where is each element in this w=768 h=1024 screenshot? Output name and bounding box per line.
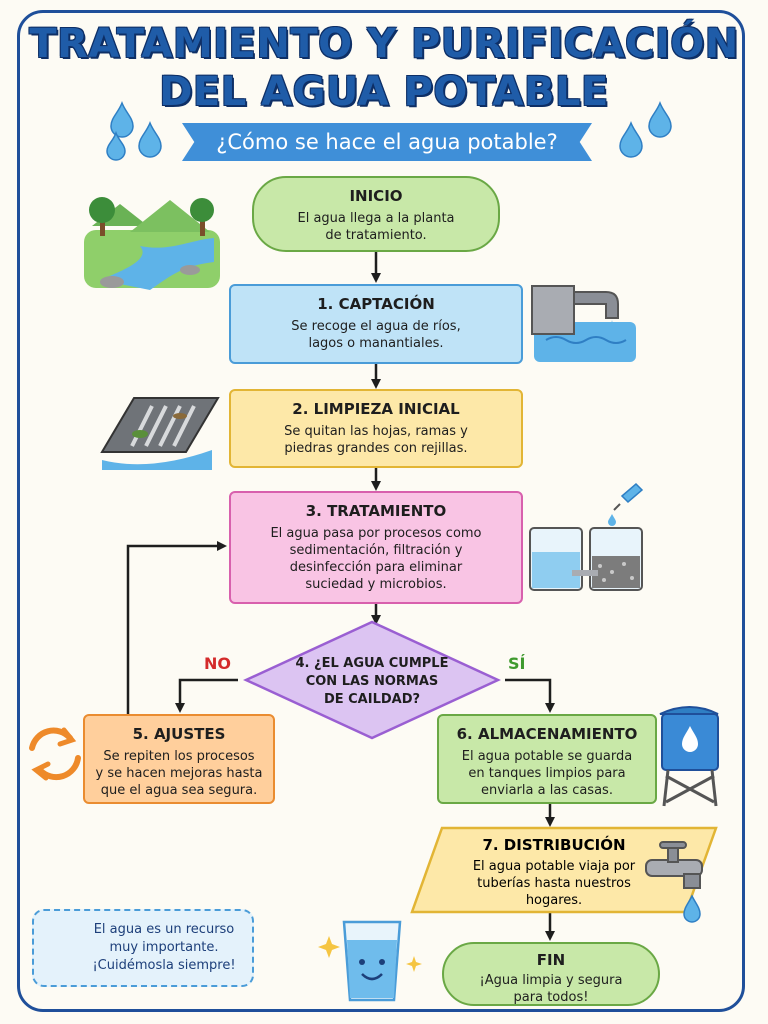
step-adjust-title: 5. AJUSTES	[132, 725, 226, 743]
page-title-line-2: DEL AGUA POTABLE	[159, 69, 609, 115]
step-start-text: El agua llega a la planta de tratamiento…	[297, 211, 455, 243]
pipe-outlet-icon	[531, 285, 636, 362]
step-treatment-title: 3. TRATAMIENTO	[305, 502, 447, 520]
step-storage-title: 6. ALMACENAMIENTO	[456, 725, 638, 743]
page-title-line-1: TRATAMIENTO Y PURIFICACIÓN	[29, 21, 739, 67]
decision-yes-label: SÍ	[508, 654, 526, 673]
arrow-decision-no	[175, 678, 238, 713]
faucet-icon	[645, 841, 703, 923]
step-storage-text: El agua potable se guarda en tanques lim…	[461, 749, 633, 798]
step-storage: 6. ALMACENAMIENTO El agua potable se gua…	[437, 714, 657, 804]
step-distribution: 7. DISTRIBUCIÓN El agua potable viaja po…	[430, 835, 678, 909]
step-distribution-title: 7. DISTRIBUCIÓN	[482, 836, 626, 854]
water-drop-icon	[106, 100, 672, 161]
step-end-title: FIN	[536, 951, 566, 969]
step-cleaning-title: 2. LIMPIEZA INICIAL	[292, 400, 460, 418]
river-landscape-icon	[84, 197, 220, 290]
step-adjust-text: Se repiten los procesos y se hacen mejor…	[95, 749, 263, 798]
step-start: INICIO El agua llega a la planta de trat…	[252, 176, 500, 252]
step-cleaning-text: Se quitan las hojas, ramas y piedras gra…	[284, 424, 468, 456]
water-tower-icon	[659, 706, 719, 807]
step-capture-text: Se recoge el agua de ríos, lagos o manan…	[291, 319, 461, 351]
smiling-glass-icon	[318, 920, 422, 1002]
grate-icon	[100, 397, 220, 470]
decision-text: 4. ¿EL AGUA CUMPLE CON LAS NORMAS DE CAI…	[295, 656, 449, 707]
step-start-title: INICIO	[349, 187, 403, 205]
recycle-arrows-icon	[29, 727, 81, 781]
step-capture: 1. CAPTACIÓN Se recoge el agua de ríos, …	[229, 284, 523, 364]
arrow-decision-yes	[505, 678, 555, 713]
reminder-note	[32, 909, 254, 987]
step-end-text: ¡Agua limpia y segura para todos!	[479, 973, 623, 1005]
arrow-adjust-loop	[126, 541, 227, 714]
step-treatment-text: El agua pasa por procesos como sedimenta…	[270, 526, 482, 592]
filter-tanks-icon	[529, 482, 644, 591]
flow-arrows	[126, 252, 555, 941]
decision-diamond	[243, 620, 501, 740]
subtitle-banner: ¿Cómo se hace el agua potable?	[182, 123, 592, 161]
step-adjust: 5. AJUSTES Se repiten los procesos y se …	[83, 714, 275, 804]
reminder-note-text: El agua es un recurso muy importante. ¡C…	[92, 922, 236, 973]
step-cleaning: 2. LIMPIEZA INICIAL Se quitan las hojas,…	[229, 389, 523, 468]
step-treatment: 3. TRATAMIENTO El agua pasa por procesos…	[229, 491, 523, 604]
step-capture-title: 1. CAPTACIÓN	[317, 295, 435, 313]
decision-no-label: NO	[204, 654, 231, 673]
step-distribution-text: El agua potable viaja por tuberías hasta…	[472, 859, 636, 908]
step-end: FIN ¡Agua limpia y segura para todos!	[442, 942, 660, 1006]
